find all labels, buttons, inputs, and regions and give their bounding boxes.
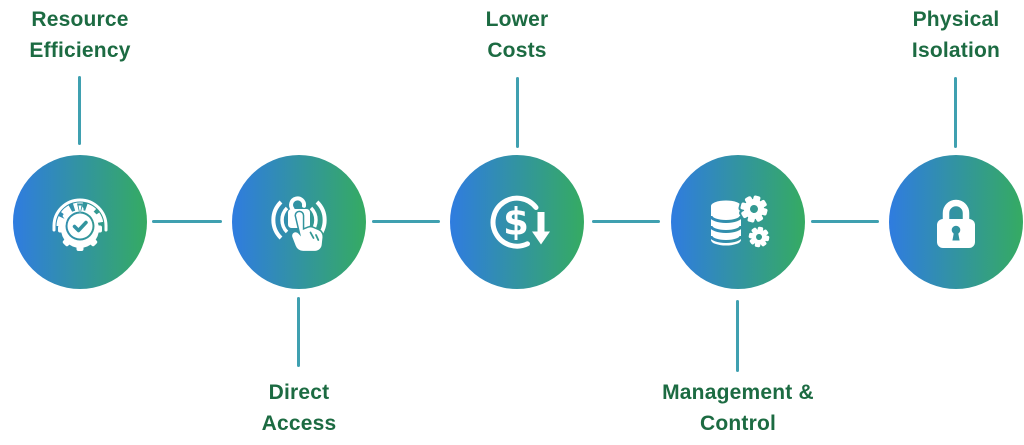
connector-line-4-5 — [811, 220, 879, 223]
connector-line-1-2 — [152, 220, 222, 223]
node-resource-efficiency — [13, 155, 147, 289]
connector-direct-access — [297, 297, 300, 367]
node-direct-access — [232, 155, 366, 289]
label-direct-access: Direct Access — [261, 381, 337, 435]
connector-physical-isolation — [954, 77, 957, 148]
label-management-control: Management & Control — [662, 381, 814, 435]
dollar-cost-down-icon: $ — [477, 182, 557, 262]
connector-line-2-3 — [372, 220, 440, 223]
node-management-control — [671, 155, 805, 289]
connector-lower-costs — [516, 77, 519, 148]
label-physical-isolation: Physical Isolation — [911, 8, 1001, 62]
padlock-icon — [916, 182, 996, 262]
node-lower-costs: $ — [450, 155, 584, 289]
label-lower-costs: Lower Costs — [485, 8, 549, 62]
label-resource-efficiency: Resource Efficiency — [29, 8, 131, 62]
database-gears-icon — [698, 182, 778, 262]
connector-line-3-4 — [592, 220, 660, 223]
node-physical-isolation — [889, 155, 1023, 289]
connector-management-control — [736, 300, 739, 372]
tap-hand-icon — [259, 182, 339, 262]
speedometer-gear-icon — [40, 182, 120, 262]
connector-resource-efficiency — [78, 76, 81, 145]
